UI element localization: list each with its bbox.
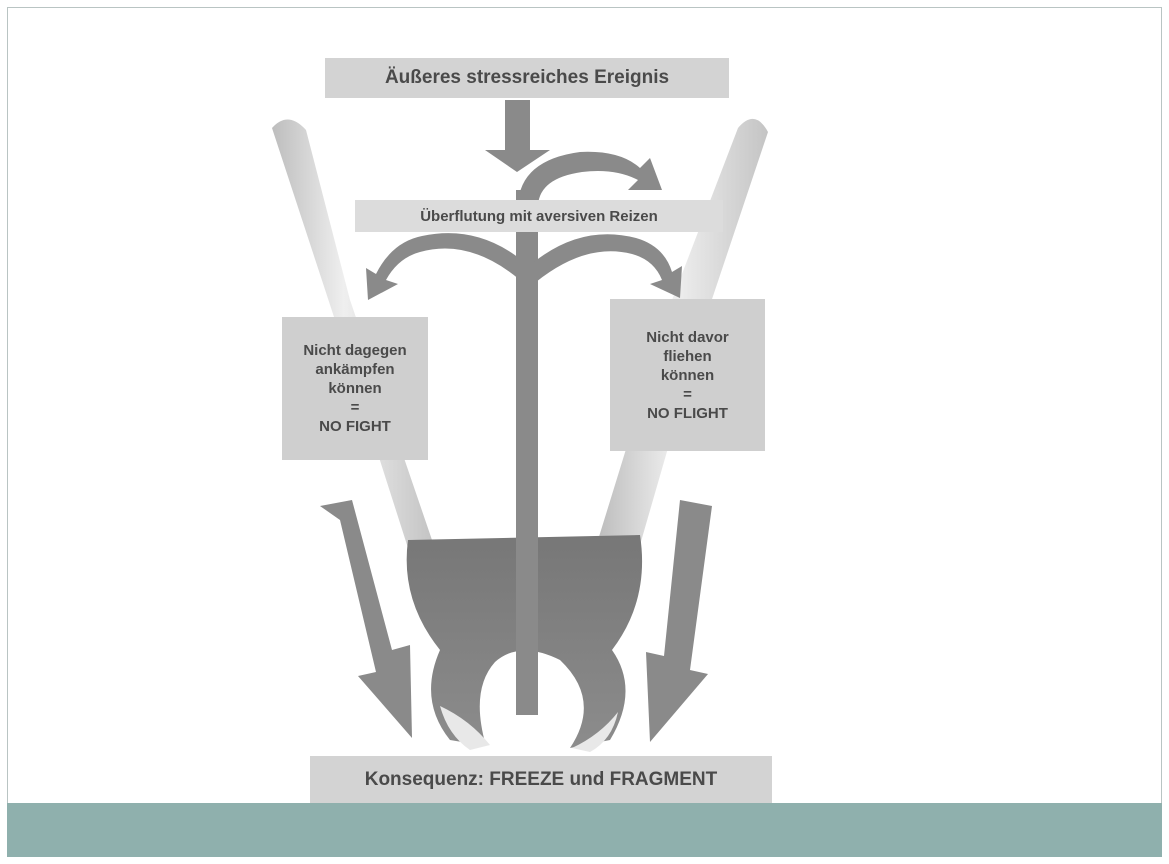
no-fight-box: Nicht dagegen ankämpfen können = NO FIGH… bbox=[282, 317, 428, 460]
arrow-curve-top-right bbox=[518, 151, 662, 205]
arrow-down-top bbox=[485, 100, 550, 172]
arrow-big-left bbox=[320, 500, 412, 738]
plier-tip-left bbox=[440, 706, 490, 750]
plier-tip-right bbox=[572, 712, 618, 752]
central-stem bbox=[516, 190, 538, 715]
top-event-label: Äußeres stressreiches Ereignis bbox=[325, 58, 729, 98]
no-flight-box: Nicht davor fliehen können = NO FLIGHT bbox=[610, 299, 765, 451]
arrow-curve-left bbox=[366, 233, 524, 300]
arrow-curve-right bbox=[534, 234, 682, 298]
no-flight-line: Nicht davor bbox=[646, 328, 729, 346]
arrow-big-right bbox=[646, 500, 712, 742]
no-fight-line: ankämpfen bbox=[315, 361, 395, 378]
no-fight-line: können bbox=[328, 380, 382, 397]
no-fight-line: Nicht dagegen bbox=[303, 342, 407, 359]
no-flight-line: können bbox=[660, 366, 715, 384]
no-fight-line: = bbox=[350, 399, 360, 416]
flood-label: Überflutung mit aversiven Reizen bbox=[355, 200, 723, 232]
no-fight-line: NO FIGHT bbox=[319, 418, 391, 435]
no-flight-line: fliehen bbox=[663, 347, 712, 365]
no-flight-line: = bbox=[683, 385, 692, 403]
no-flight-line: NO FLIGHT bbox=[647, 404, 728, 422]
consequence-label: Konsequenz: FREEZE und FRAGMENT bbox=[310, 756, 772, 804]
footer-band bbox=[7, 803, 1162, 857]
